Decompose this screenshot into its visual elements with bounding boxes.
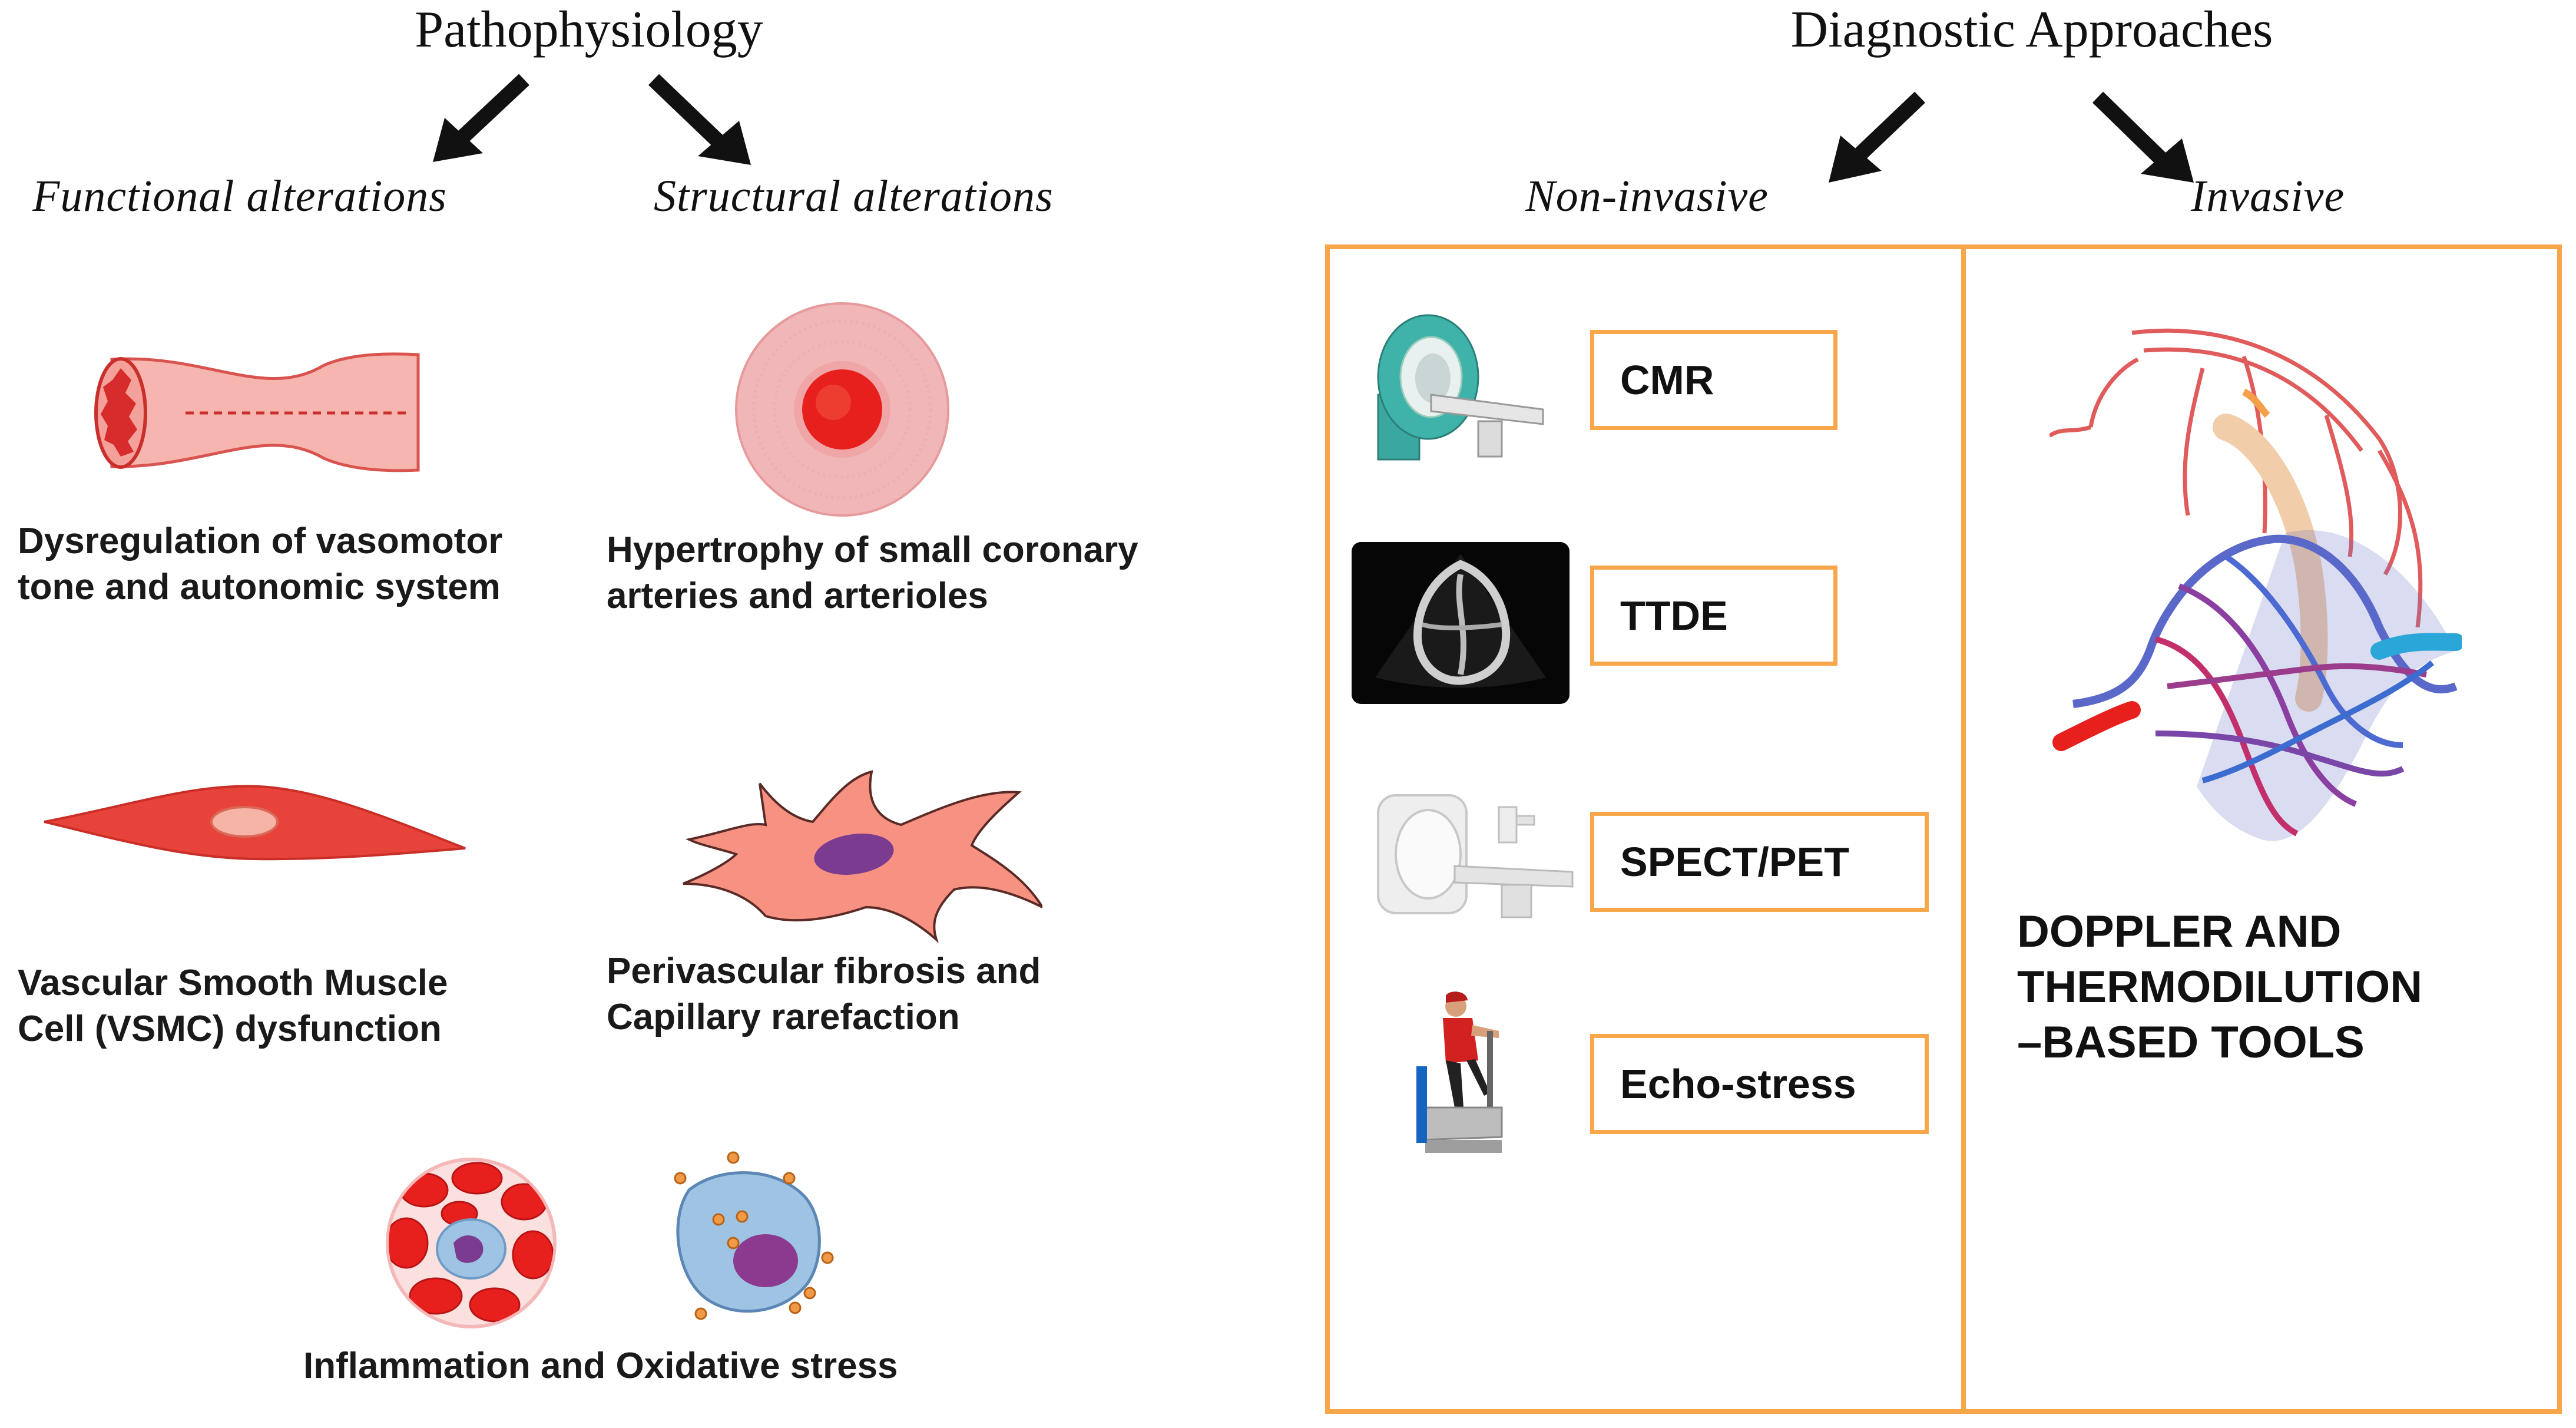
spect-pet-scanner-icon (1377, 794, 1574, 918)
functional-alterations-label: Functional alterations (32, 171, 447, 221)
inflammatory-cell-illustration (674, 1151, 834, 1320)
invasive-tools-text: DOPPLER AND THERMODILUTION –BASED TOOLS (2017, 907, 2423, 1067)
arrow-right-icon (648, 74, 751, 165)
test-echo-stress: Echo-stress (1590, 1034, 1929, 1134)
pathophysiology-title: Pathophysiology (415, 1, 763, 58)
non-invasive-label: Non-invasive (1525, 171, 1769, 221)
coronary-microvasculature-illustration (2049, 328, 2462, 841)
caption-vasomotor: Dysregulation of vasomotor tone and auto… (18, 521, 503, 607)
exercise-bike-icon (1416, 991, 1503, 1153)
caption-vsmc: Vascular Smooth Muscle Cell (VSMC) dysfu… (18, 963, 448, 1049)
invasive-label: Invasive (2191, 171, 2345, 221)
vessel-illustration (94, 352, 420, 472)
mri-scanner-icon (1377, 314, 1544, 461)
arrow-invasive-icon (2092, 91, 2194, 183)
artery-cross-section-illustration (735, 302, 949, 517)
test-ttde: TTDE (1590, 566, 1837, 666)
blood-cells-illustration (386, 1158, 557, 1328)
fibroblast-illustration (683, 770, 1042, 943)
caption-inflammation: Inflammation and Oxidative stress (303, 1346, 898, 1386)
arrow-noninvasive-icon (1829, 91, 1925, 183)
echocardiogram-icon (1352, 542, 1570, 704)
diagnostic-approaches-title: Diagnostic Approaches (1790, 1, 2273, 58)
caption-fibrosis: Perivascular fibrosis and Capillary rare… (607, 951, 1041, 1037)
test-cmr: CMR (1590, 330, 1837, 430)
smooth-muscle-cell-illustration (44, 785, 466, 861)
arrow-left-icon (433, 74, 529, 162)
invasive-panel (1961, 244, 2562, 1414)
structural-alterations-label: Structural alterations (654, 171, 1054, 221)
test-spect-pet: SPECT/PET (1590, 812, 1929, 912)
caption-hypertrophy: Hypertrophy of small coronary arteries a… (607, 530, 1138, 616)
